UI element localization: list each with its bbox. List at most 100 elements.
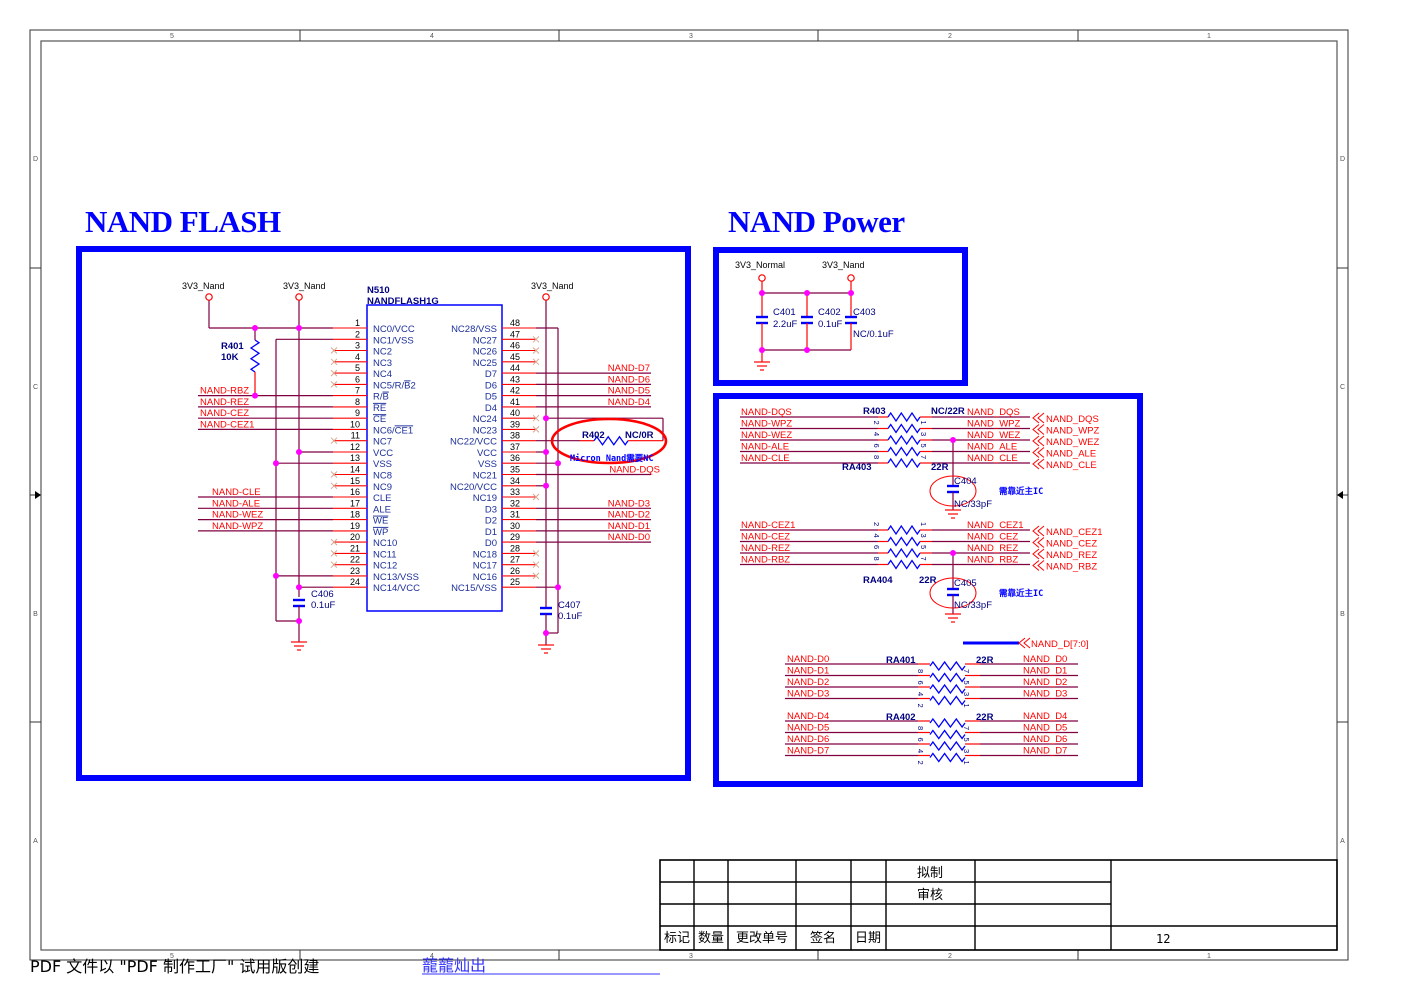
resistor-pin-number: 1 <box>962 761 971 765</box>
net-label: NAND_ALE <box>967 442 1017 453</box>
watermark-link[interactable]: 蘢蘢灿出 <box>422 956 486 975</box>
zone-column-label: 5 <box>170 33 174 40</box>
pin-name: VCC <box>477 448 497 459</box>
pin-name: NC7 <box>373 437 392 448</box>
header-mark: 标记 <box>664 931 690 946</box>
series-resistor-icon <box>887 536 921 547</box>
pin-name: NC0/VCC <box>373 324 415 335</box>
junction-dot <box>252 392 258 399</box>
title-block-border <box>659 859 1338 951</box>
chip-ref: N510 <box>367 285 390 296</box>
pin-number: 35 <box>510 465 520 475</box>
series-resistor-icon <box>887 457 921 469</box>
pin-number: 34 <box>510 476 520 486</box>
pin-number: 12 <box>350 442 360 452</box>
resistor-pin-number: 4 <box>916 692 925 696</box>
pin-number: 38 <box>510 431 520 441</box>
resistor-pin-number: 4 <box>872 534 881 538</box>
pin-number: 25 <box>510 577 520 587</box>
zone-column-label: 3 <box>689 33 693 40</box>
pin-name: WE <box>373 516 388 527</box>
pin-name: NC21 <box>473 471 497 482</box>
pin-name: NC5/R/B2 <box>373 380 416 391</box>
nc-stroke <box>532 335 540 343</box>
chip-part-number: NANDFLASH1G <box>367 296 439 307</box>
no-connect-icon <box>532 572 540 580</box>
c406-value: 0.1uF <box>311 600 335 611</box>
net-label: NAND-D6 <box>787 734 829 745</box>
net-label: NAND-CEZ <box>200 408 249 419</box>
series-resistor-icon <box>929 695 966 706</box>
pin-number: 18 <box>350 510 360 520</box>
r403-value: NC/22R <box>931 406 965 417</box>
pin-number: 14 <box>350 465 360 475</box>
series-resistor-icon <box>887 559 921 570</box>
power-port-icon <box>847 274 855 282</box>
power-port-icon <box>758 274 766 282</box>
junction-dot <box>950 550 956 556</box>
power-port-label: 3V3_Nand <box>531 281 574 291</box>
junction-dot <box>543 630 549 636</box>
net-label: NAND_D4 <box>1023 711 1067 722</box>
offpage-port-label: NAND_WPZ <box>1046 426 1100 437</box>
net-label: NAND-D5 <box>787 723 829 734</box>
zone-row-label: D <box>33 156 38 163</box>
nc-stroke <box>532 572 540 580</box>
pin-name: NC9 <box>373 482 392 493</box>
net-label: NAND-REZ <box>741 543 790 554</box>
net-label: NAND_WEZ <box>967 430 1021 441</box>
zone-row-label: D <box>1340 156 1345 163</box>
net-label: NAND-WEZ <box>212 510 263 521</box>
c404-note: 需靠近主IC <box>999 486 1043 497</box>
series-resistor-icon <box>887 434 921 446</box>
zone-column-label: 5 <box>170 953 174 960</box>
no-connect-icon <box>330 358 338 366</box>
pin-name: NC12 <box>373 561 397 572</box>
pin-name: NC3 <box>373 358 392 369</box>
pin-number: 40 <box>510 408 520 418</box>
junction-dot <box>543 482 549 489</box>
pin-name: R/B <box>373 392 389 403</box>
pin-name-part: 2 <box>411 380 416 391</box>
pin-name: NC4 <box>373 369 392 380</box>
junction-dot <box>252 325 258 331</box>
nc-stroke <box>330 369 338 377</box>
no-connect-icon <box>330 437 338 445</box>
offpage-connector-icon <box>1032 424 1045 435</box>
header-quantity: 数量 <box>698 931 724 946</box>
nand-chip-body <box>366 304 503 612</box>
pin-name: NC20/VCC <box>450 482 497 493</box>
nc-stroke <box>532 493 540 501</box>
offpage-port-label: NAND_ALE <box>1046 449 1096 460</box>
no-connect-icon <box>532 426 540 433</box>
net-label: NAND-CLE <box>741 453 790 464</box>
pin-name: VCC <box>373 448 393 459</box>
pin-name: NC23 <box>473 425 497 436</box>
net-label: NAND-DQS <box>741 407 792 418</box>
offpage-port-label: NAND_WEZ <box>1046 437 1100 448</box>
junction-dot <box>273 572 279 579</box>
r401-value: 10K <box>221 352 239 363</box>
pin-number: 19 <box>350 521 360 531</box>
net-label: NAND-D3 <box>787 689 829 700</box>
pin-name: WP <box>373 527 388 538</box>
junction-dot <box>296 325 302 331</box>
offpage-port-label: NAND_RBZ <box>1046 562 1097 573</box>
pin-number: 15 <box>350 476 360 486</box>
series-resistor-icon <box>929 660 966 672</box>
nc-stroke <box>330 538 338 546</box>
offpage-port-label: NAND_DQS <box>1046 414 1099 425</box>
zone-column-label: 1 <box>1207 33 1211 40</box>
center-arrow-icon <box>1337 491 1343 499</box>
pin-number: 5 <box>355 363 360 373</box>
c404-value: NC/33pF <box>954 499 992 510</box>
pin-name: NC18 <box>473 549 497 560</box>
offpage-connector-icon <box>1032 458 1045 470</box>
net-label: NAND-D2 <box>787 677 829 688</box>
annotation-circle <box>550 417 668 465</box>
c406-ref: C406 <box>311 589 334 600</box>
pin-name-overbar-part: CE1 <box>395 425 413 436</box>
pin-name: D4 <box>485 403 497 414</box>
